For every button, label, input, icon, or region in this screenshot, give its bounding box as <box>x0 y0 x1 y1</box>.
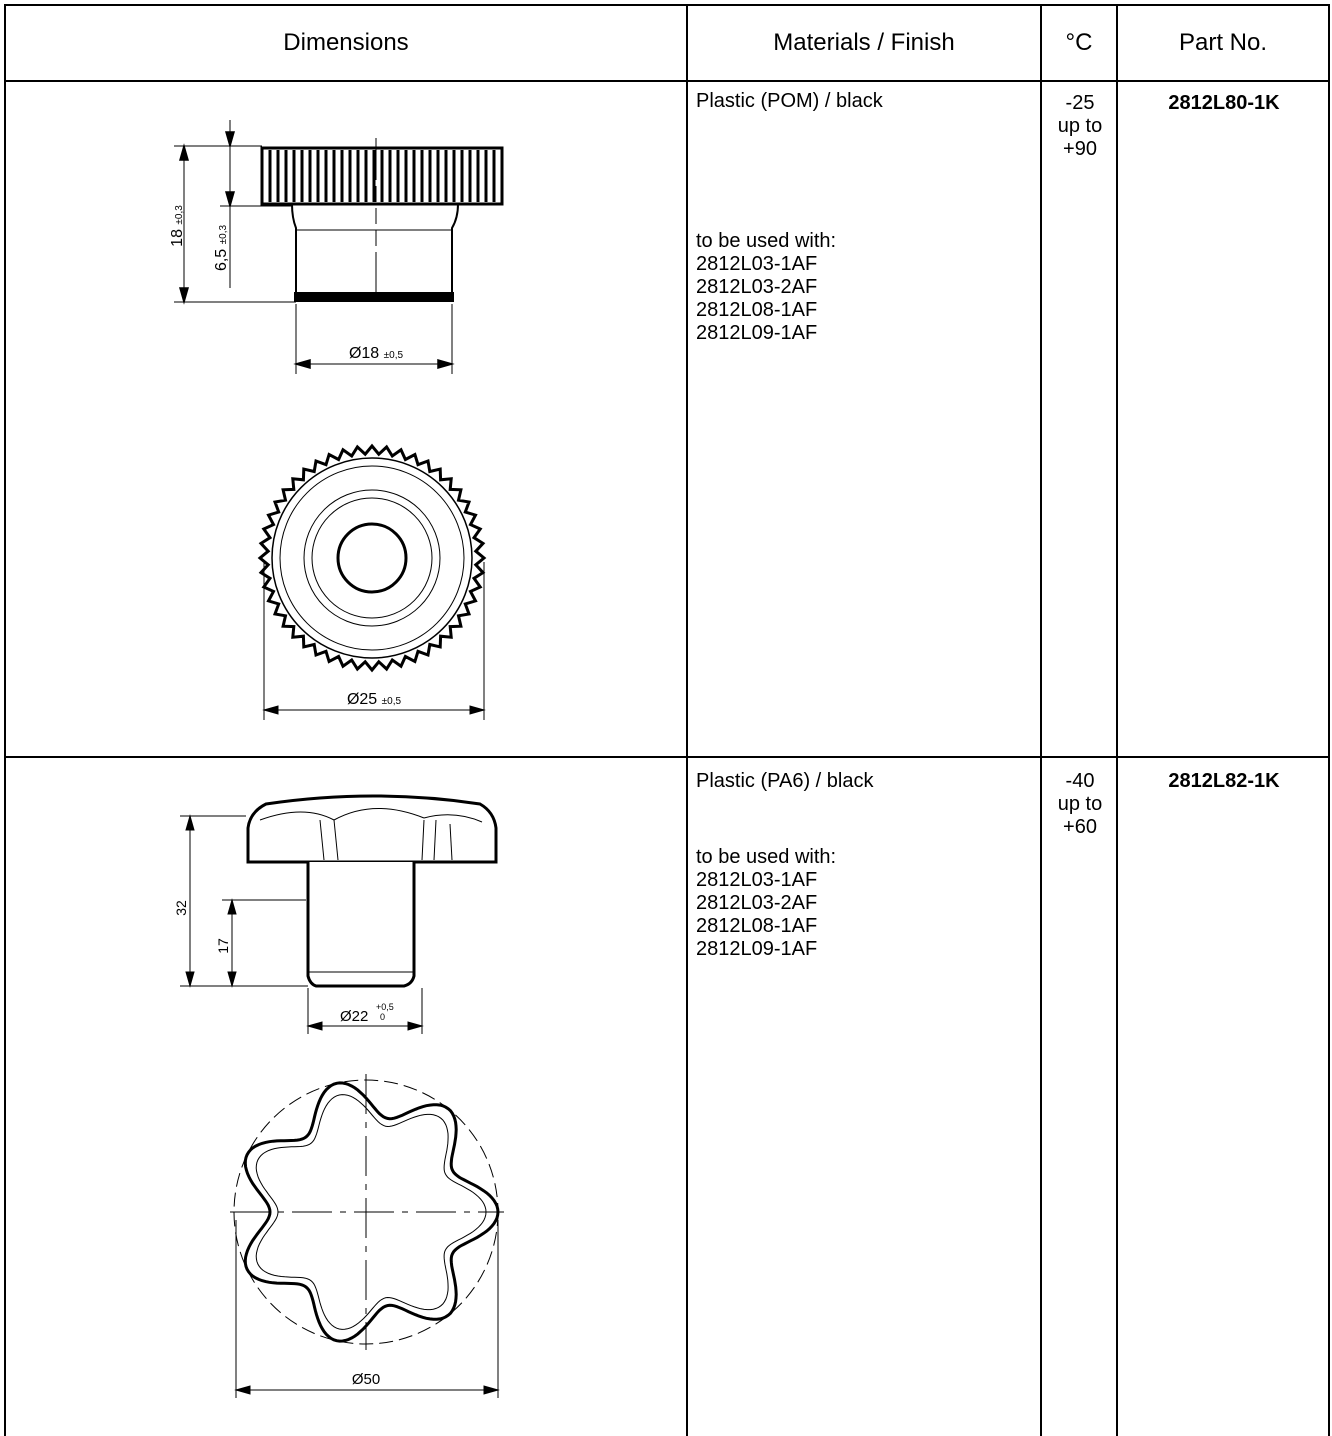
use-with-item: 2812L03-1AF <box>696 253 818 275</box>
dim-height-label: 32 <box>173 900 189 916</box>
dim-head-diameter-label: Ø50 <box>352 1371 380 1388</box>
spec-table: Dimensions Materials / Finish °C Part No… <box>4 4 1330 1436</box>
knurled-knob-side-view: 18 ±0,3 6,5 ±0,3 Ø18 ±0,5 <box>169 120 504 374</box>
row-2-part-number: 2812L82-1K <box>1168 770 1280 792</box>
dim-neck-label: 17 <box>215 938 231 954</box>
row-1-material: Plastic (POM) / black <box>696 90 883 112</box>
temp-max: +90 <box>1063 138 1097 160</box>
column-divider-1 <box>686 4 688 1436</box>
column-divider-2 <box>1040 4 1042 1436</box>
dim-shaft-tol-upper: +0,5 <box>376 1002 394 1012</box>
knurled-knob-top-view: Ø25 ±0,5 <box>257 443 487 720</box>
dim-shaft-diameter-label: Ø22 <box>340 1008 368 1025</box>
dim-height-label: 18 ±0,3 <box>169 205 186 247</box>
row-2-use-with: to be used with: 2812L03-1AF 2812L03-2AF… <box>696 846 1036 961</box>
temp-separator: up to <box>1057 115 1103 137</box>
use-with-item: 2812L09-1AF <box>696 938 818 960</box>
use-with-label: to be used with: <box>696 230 837 252</box>
star-knob-top-view: Ø50 <box>230 1074 504 1398</box>
use-with-item: 2812L08-1AF <box>696 299 818 321</box>
row-divider <box>4 756 1330 758</box>
row-1-part-number: 2812L80-1K <box>1168 92 1280 114</box>
use-with-item: 2812L03-1AF <box>696 869 818 891</box>
use-with-item: 2812L09-1AF <box>696 322 818 344</box>
header-materials: Materials / Finish <box>773 29 955 56</box>
temp-separator: up to <box>1057 793 1103 815</box>
temp-max: +60 <box>1063 816 1097 838</box>
table-border-right <box>1328 4 1330 1436</box>
use-with-item: 2812L03-2AF <box>696 276 818 298</box>
star-knob-side-view: 32 17 Ø22 +0,5 0 <box>173 794 498 1034</box>
header-temperature: °C <box>1065 29 1093 56</box>
use-with-item: 2812L08-1AF <box>696 915 818 937</box>
row-2-temperature: -40 up to +60 <box>1042 770 1118 839</box>
table-border-top <box>4 4 1330 6</box>
row-1-use-with: to be used with: 2812L03-1AF 2812L03-2AF… <box>696 230 1036 345</box>
temp-min: -40 <box>1065 770 1095 792</box>
column-divider-3 <box>1116 4 1118 1436</box>
dim-shaft-diameter-label: Ø18 ±0,5 <box>349 345 404 362</box>
use-with-item: 2812L03-2AF <box>696 892 818 914</box>
header-part-number: Part No. <box>1178 29 1268 56</box>
table-border-left <box>4 4 6 1436</box>
row-2-material: Plastic (PA6) / black <box>696 770 874 792</box>
dim-shaft-tol-lower: 0 <box>380 1012 385 1022</box>
row-1-temperature: -25 up to +90 <box>1042 92 1118 161</box>
use-with-label: to be used with: <box>696 846 837 868</box>
dim-head-diameter-label: Ø25 ±0,5 <box>347 691 402 708</box>
dim-neck-label: 6,5 ±0,3 <box>213 225 230 272</box>
header-divider <box>4 80 1330 82</box>
temp-min: -25 <box>1065 92 1095 114</box>
header-dimensions: Dimensions <box>283 29 409 56</box>
